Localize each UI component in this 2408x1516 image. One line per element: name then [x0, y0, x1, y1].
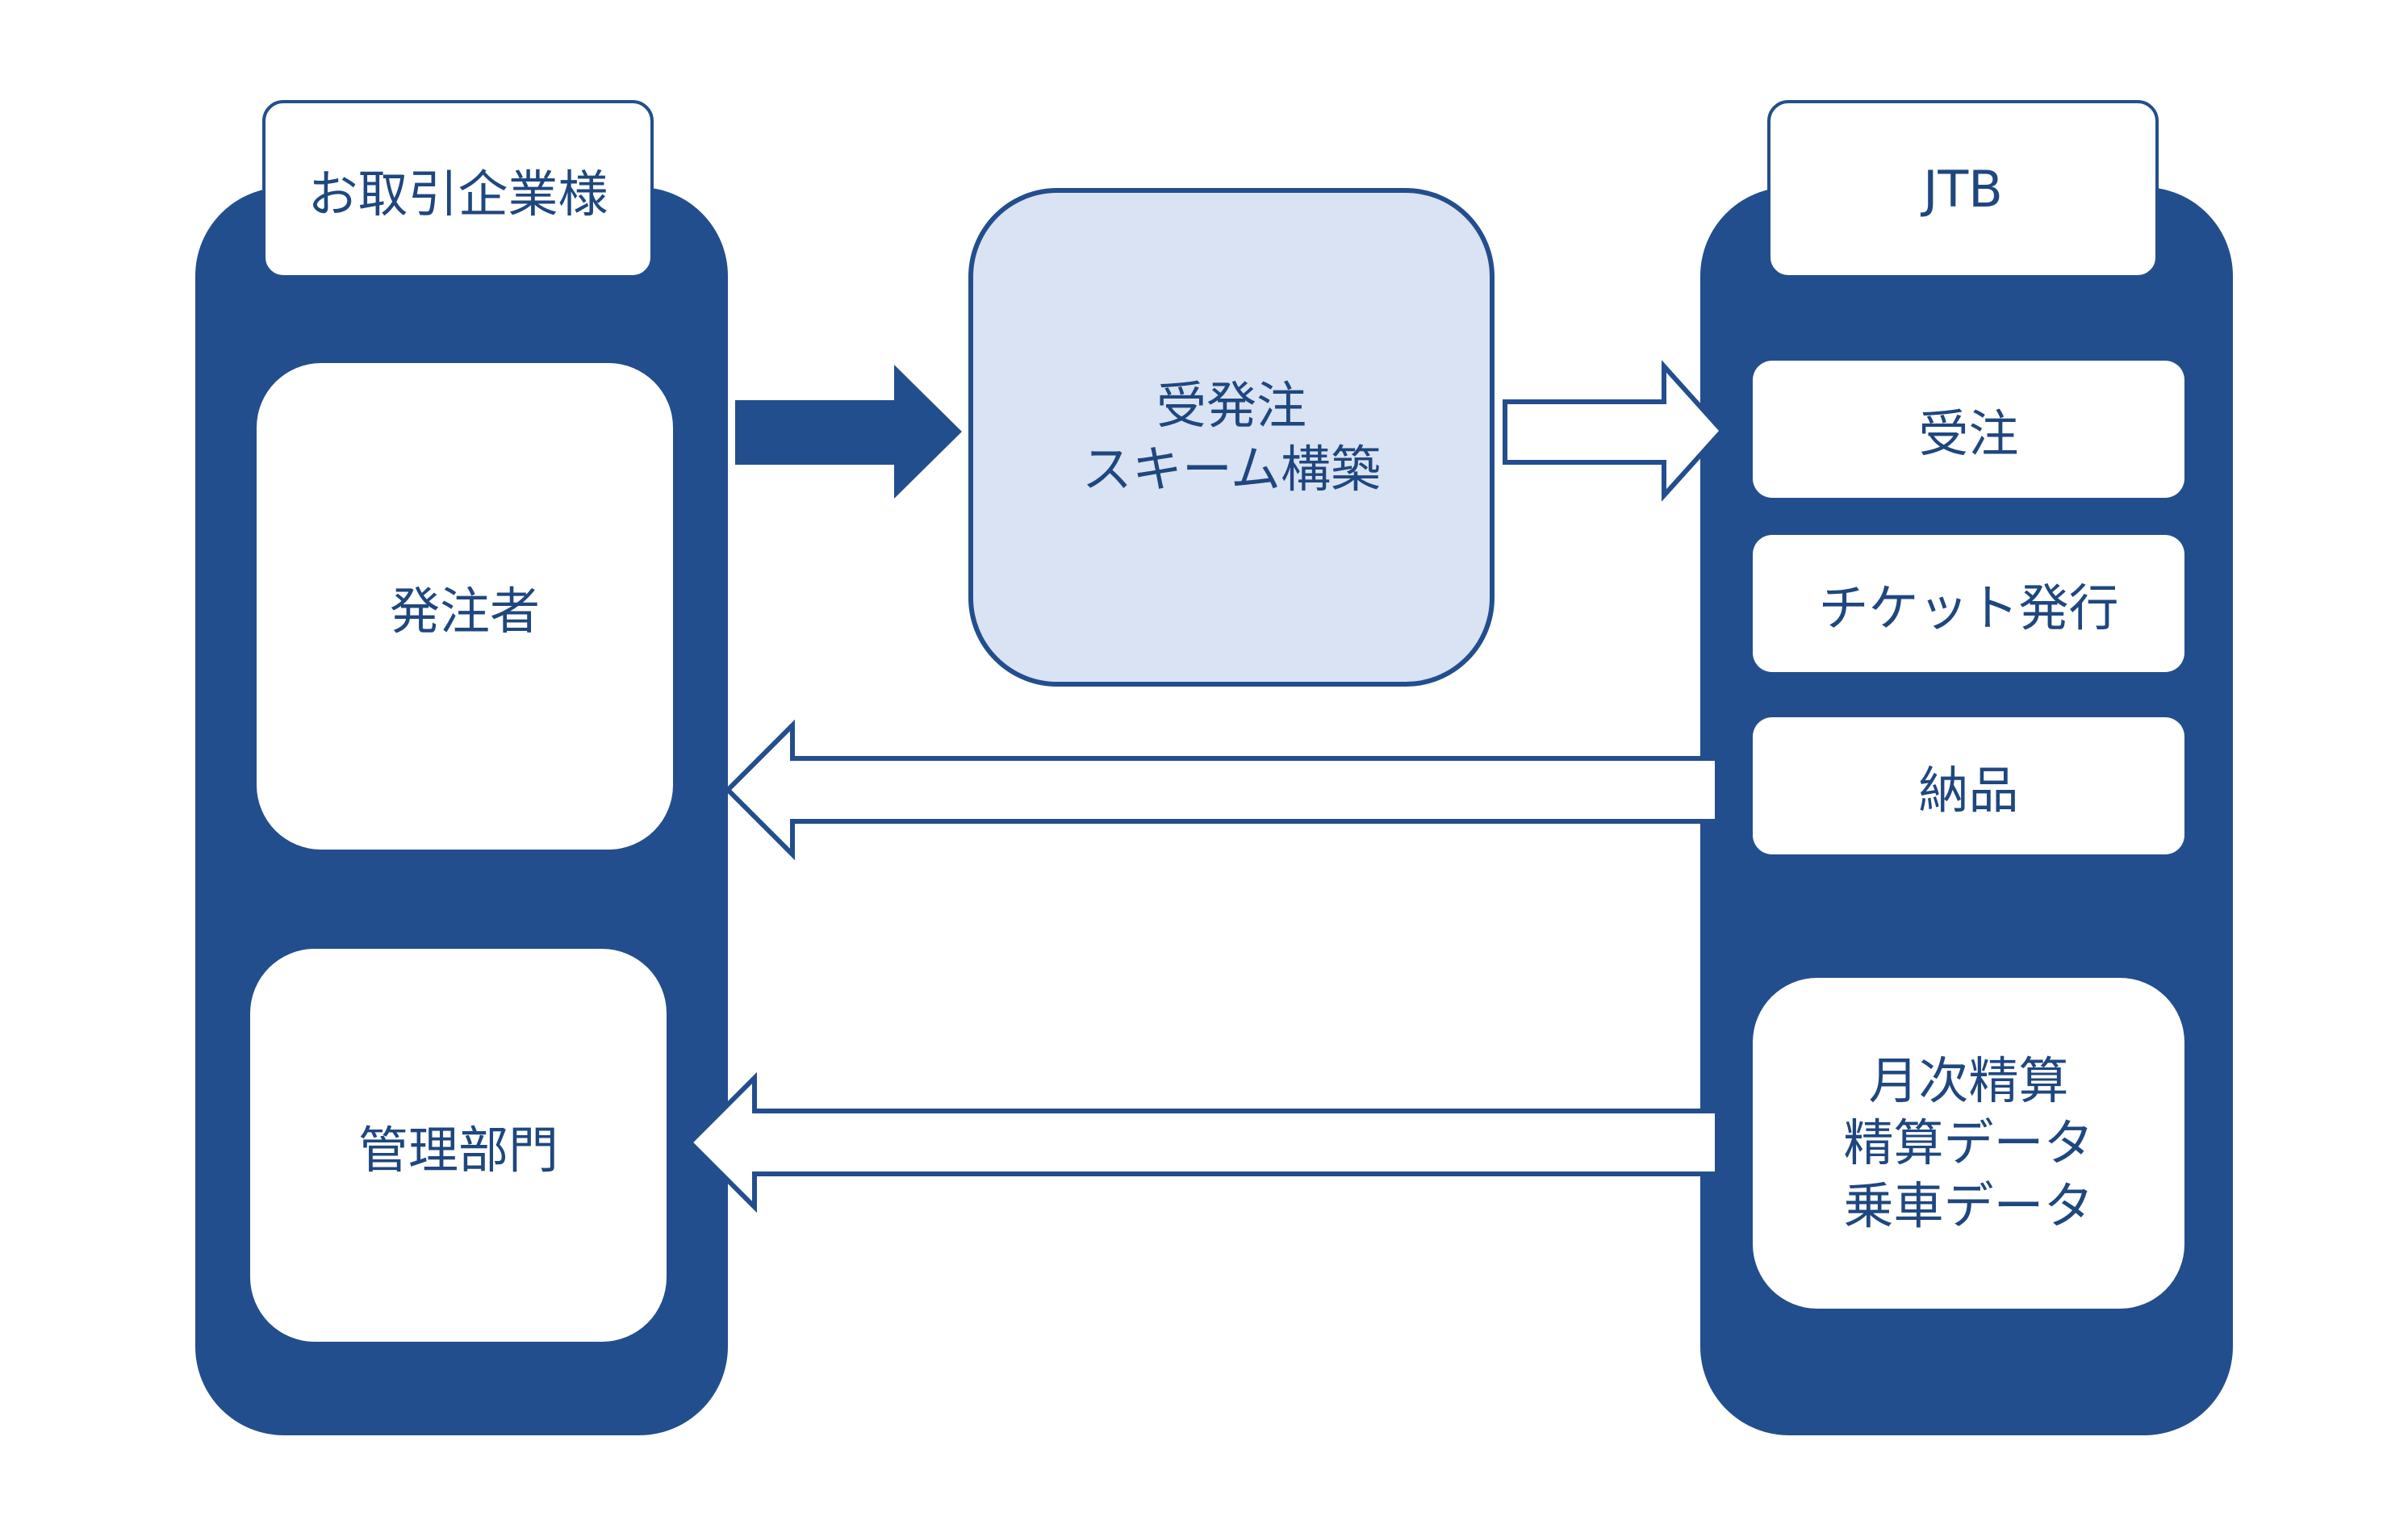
- settlement-box: 月次精算 精算データ 乗車データ: [1753, 978, 2184, 1309]
- order-scheme-line-1: 受発注: [1156, 375, 1306, 435]
- settlement-line-ride-data: 乗車データ: [1843, 1176, 2094, 1235]
- order-receipt-label: 受注: [1918, 404, 2019, 463]
- settlement-line-monthly: 月次精算: [1868, 1050, 2069, 1110]
- arrow-scheme-to-order-receipt: [1503, 360, 1726, 502]
- order-scheme-line-2: スキーム構築: [1081, 440, 1382, 499]
- admin-department-box: 管理部門: [250, 949, 667, 1342]
- delivery-box: 納品: [1753, 717, 2184, 854]
- client-company-header: お取引企業様: [262, 100, 654, 278]
- delivery-label: 納品: [1918, 761, 2019, 820]
- jtb-header: JTB: [1767, 100, 2159, 278]
- order-receipt-box: 受注: [1753, 361, 2184, 498]
- order-scheme-text: 受発注 スキーム構築: [1082, 374, 1381, 502]
- settlement-text: 月次精算 精算データ 乗車データ: [1843, 1050, 2093, 1238]
- admin-department-label: 管理部門: [357, 1120, 558, 1180]
- arrow-settlement-to-admin: [686, 1071, 1720, 1213]
- jtb-header-label: JTB: [1923, 160, 2003, 219]
- ticketing-label: チケット発行: [1818, 578, 2119, 637]
- ticketing-box: チケット発行: [1753, 535, 2184, 672]
- arrow-delivery-to-orderer: [724, 719, 1720, 861]
- orderer-label: 発注者: [389, 581, 540, 641]
- orderer-box: 発注者: [257, 363, 673, 850]
- client-company-header-label: お取引企業様: [307, 164, 608, 223]
- arrow-client-to-scheme: [735, 365, 962, 499]
- order-scheme-box: 受発注 スキーム構築: [968, 188, 1495, 687]
- settlement-line-data: 精算データ: [1843, 1113, 2094, 1173]
